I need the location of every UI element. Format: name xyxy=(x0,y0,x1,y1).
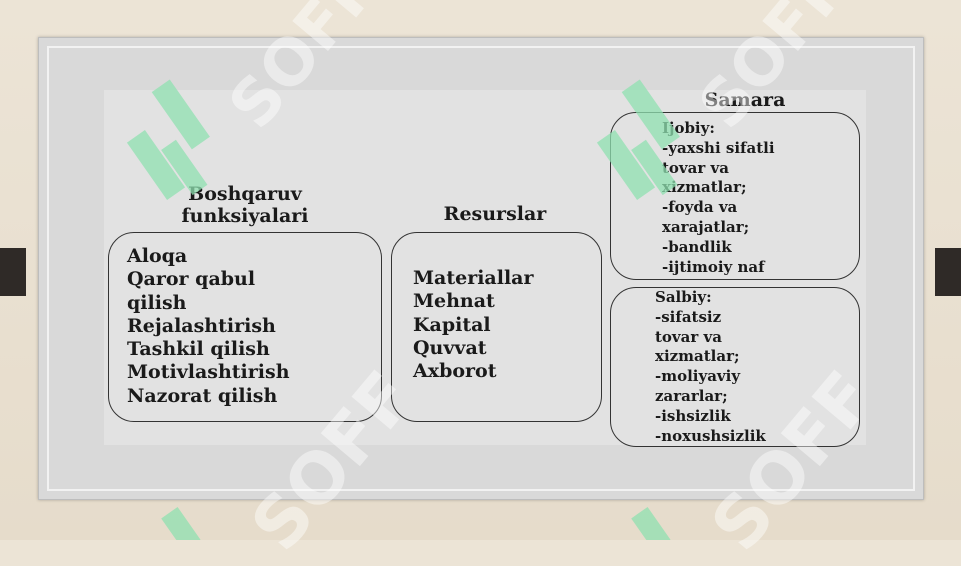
negative-line: Salbiy: xyxy=(655,288,712,306)
management-item: Qaror qabul xyxy=(127,268,256,291)
resources-box: Materiallar Mehnat Kapital Quvvat Axboro… xyxy=(391,232,602,422)
left-side-tab xyxy=(0,248,26,296)
watermark-logo xyxy=(161,506,201,540)
negative-line: -noxushsizlik xyxy=(655,426,766,445)
positive-line: Ijobiy: xyxy=(662,119,715,137)
management-item: Nazorat qilish xyxy=(127,384,278,407)
resource-item: Quvvat xyxy=(413,336,487,359)
negative-line: -moliyaviy xyxy=(655,367,741,386)
resource-item: Kapital xyxy=(413,313,491,336)
positive-effects-box: Ijobiy: -yaxshi sifatli tovar va xizmatl… xyxy=(610,112,860,280)
efficiency-heading: Samara xyxy=(704,89,786,111)
resource-item: Mehnat xyxy=(413,290,495,313)
management-functions-list: Aloqa Qaror qabul qilish Rejalashtirish … xyxy=(127,245,290,408)
negative-line: zararlar; xyxy=(655,386,728,405)
right-side-tab xyxy=(935,248,961,296)
positive-line: -ijtimoiy naf xyxy=(662,257,765,276)
management-item: qilish xyxy=(127,291,187,314)
negative-line: xizmatlar; xyxy=(655,347,740,366)
positive-line: -foyda va xyxy=(662,198,738,217)
management-heading: Boshqaruv funksiyalari xyxy=(160,183,330,227)
management-item: Rejalashtirish xyxy=(127,314,276,337)
positive-line: -yaxshi sifatli xyxy=(662,138,775,157)
positive-line: tovar va xyxy=(662,158,729,177)
negative-line: tovar va xyxy=(655,327,722,346)
negative-effects-box: Salbiy: -sifatsiz tovar va xizmatlar; -m… xyxy=(610,287,860,447)
resource-item: Materiallar xyxy=(413,267,534,289)
negative-effects-list: Salbiy: -sifatsiz tovar va xizmatlar; -m… xyxy=(655,288,766,446)
positive-effects-list: Ijobiy: -yaxshi sifatli tovar va xizmatl… xyxy=(662,119,775,277)
watermark-logo xyxy=(631,506,671,540)
negative-line: -sifatsiz xyxy=(655,307,722,326)
positive-line: xizmatlar; xyxy=(662,178,747,197)
management-functions-box: Aloqa Qaror qabul qilish Rejalashtirish … xyxy=(108,232,382,422)
resources-heading: Resurslar xyxy=(443,203,547,225)
management-item: Tashkil qilish xyxy=(127,338,270,361)
management-heading-line-1: Boshqaruv xyxy=(188,183,302,205)
management-heading-line-2: funksiyalari xyxy=(181,205,309,227)
positive-line: -bandlik xyxy=(662,237,732,256)
resources-list: Materiallar Mehnat Kapital Quvvat Axboro… xyxy=(413,267,534,383)
negative-line: -ishsizlik xyxy=(655,406,731,425)
management-item: Aloqa xyxy=(127,245,188,267)
management-item: Motivlashtirish xyxy=(127,361,290,384)
positive-line: xarajatlar; xyxy=(662,217,750,236)
slide-frame-inner xyxy=(47,46,915,491)
resource-item: Axborot xyxy=(413,360,497,383)
